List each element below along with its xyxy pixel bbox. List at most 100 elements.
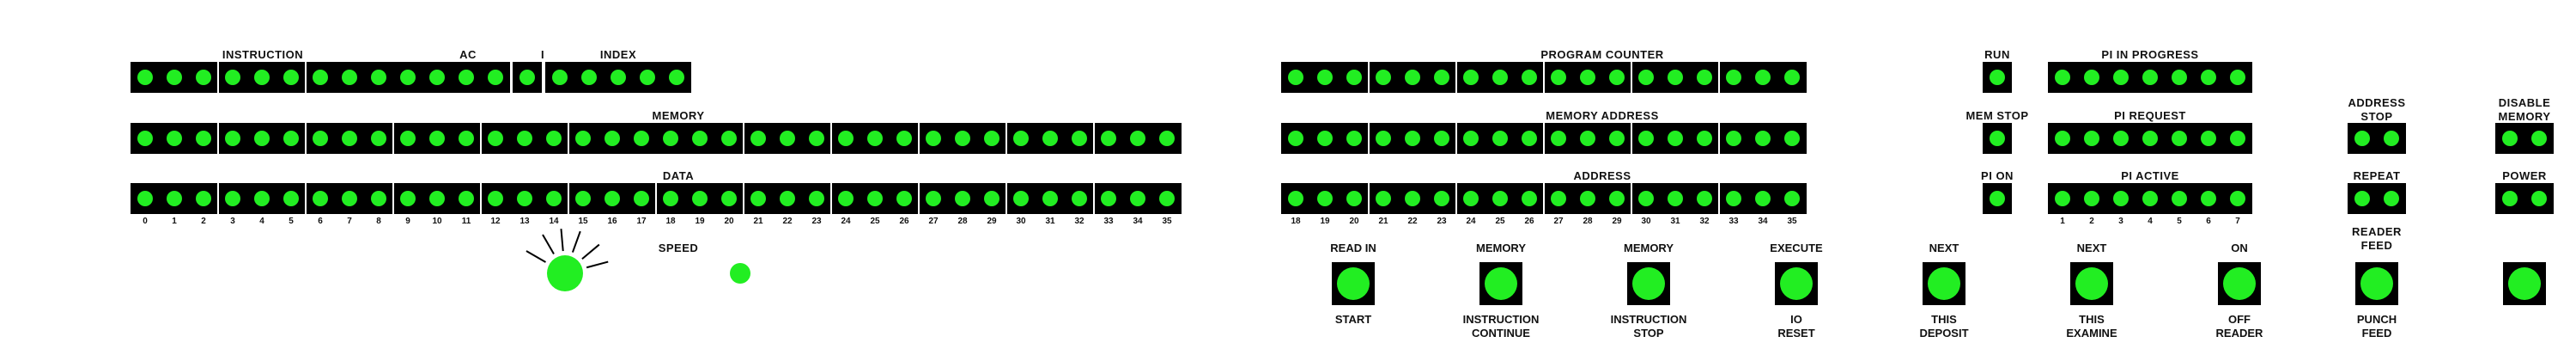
pi-request-lamp — [2142, 131, 2158, 146]
data-lamp — [692, 191, 708, 206]
address-label: ADDRESS — [1573, 169, 1631, 182]
bit-number: 30 — [1641, 217, 1651, 226]
data-separator — [1093, 183, 1095, 214]
index-lamp — [552, 70, 568, 85]
memory-address-lamp — [1288, 131, 1303, 146]
data-lamp — [371, 191, 386, 206]
memory-b-lamp — [1042, 131, 1058, 146]
address-lamp — [1522, 191, 1537, 206]
memory-address-lamp — [1463, 131, 1479, 146]
address-lamp — [1638, 191, 1654, 206]
bit-number: 27 — [1553, 217, 1564, 226]
power-switch[interactable] — [2503, 262, 2546, 305]
disable-memory-label: DISABLE MEMORY — [2498, 96, 2551, 123]
instruction-continue-label: INSTRUCTION CONTINUE — [1462, 313, 1540, 340]
memory-b-lamp — [1159, 131, 1175, 146]
repeat-lamp — [2354, 191, 2370, 206]
deposit-switch[interactable] — [1923, 262, 1965, 305]
pi-active-lamp — [2201, 191, 2216, 206]
data-separator — [305, 183, 307, 214]
reader-on-off-switch[interactable] — [2218, 262, 2261, 305]
reader-punch-feed-switch[interactable] — [2355, 262, 2398, 305]
pi-in-progress-lamp — [2201, 70, 2216, 85]
memory-b-lamp — [926, 131, 941, 146]
bit-number: 28 — [1583, 217, 1593, 226]
bit-number: 20 — [1349, 217, 1359, 226]
bit-number: 32 — [1699, 217, 1710, 226]
data-separator — [568, 183, 569, 214]
bit-number: 9 — [405, 217, 410, 226]
bit-number: 18 — [665, 217, 676, 226]
bit-number: 7 — [347, 217, 352, 226]
bit-number: 3 — [230, 217, 235, 226]
bit-number: 1 — [2060, 217, 2065, 226]
pi-in-progress-lamp — [2142, 70, 2158, 85]
memory-b-lamp — [838, 131, 854, 146]
bit-number: 33 — [1728, 217, 1739, 226]
memory-stop-switch[interactable] — [1627, 262, 1670, 305]
punch-feed-label: PUNCH FEED — [2356, 313, 2397, 340]
bit-number: 5 — [2177, 217, 2182, 226]
memory-address-lamp — [1317, 131, 1333, 146]
bit-number: 33 — [1103, 217, 1114, 226]
data-separator — [918, 183, 920, 214]
bit-number: 2 — [201, 217, 206, 226]
ac-lamp — [429, 70, 445, 85]
next-deposit-top-label: NEXT — [1929, 242, 1959, 254]
memory-lamp — [137, 131, 153, 146]
pi-active-lamp — [2230, 191, 2245, 206]
start-label: START — [1334, 313, 1372, 326]
program-counter-lamp — [1492, 70, 1508, 85]
speed-dial-tick — [586, 260, 609, 269]
bit-number: 34 — [1758, 217, 1768, 226]
address-lamp — [1580, 191, 1595, 206]
power-lamps-lamp — [2531, 191, 2547, 206]
memory-address-lamp — [1784, 131, 1800, 146]
bit-number: 21 — [753, 217, 763, 226]
program-counter-label: PROGRAM COUNTER — [1540, 48, 1664, 61]
bit-number: 35 — [1162, 217, 1172, 226]
memory-b-lamp — [896, 131, 912, 146]
bit-number: 3 — [2118, 217, 2123, 226]
instruction-lamp — [342, 70, 357, 85]
off-reader-label: OFF READER — [2215, 313, 2263, 340]
memory-continue-switch[interactable] — [1479, 262, 1522, 305]
program-counter-lamp — [1434, 70, 1449, 85]
index-lamp — [669, 70, 684, 85]
data-lamp — [1013, 191, 1029, 206]
pi-request-lamp — [2201, 131, 2216, 146]
data-lamp — [605, 191, 620, 206]
execute-io-reset-switch[interactable] — [1775, 262, 1818, 305]
data-lamp — [809, 191, 824, 206]
memory-b-lamp — [663, 131, 678, 146]
instruction-label: INSTRUCTION — [222, 48, 304, 61]
data-lamp — [167, 191, 182, 206]
pi-active-lamp — [2142, 191, 2158, 206]
mem-stop-label: MEM STOP — [1965, 109, 2029, 122]
pi-request-label: PI REQUEST — [2114, 109, 2186, 122]
speed-dial-tick — [571, 230, 581, 253]
memory-b-separator — [830, 123, 832, 154]
on-top-label: ON — [2231, 242, 2248, 254]
bit-number: 32 — [1074, 217, 1084, 226]
index-lamp — [640, 70, 655, 85]
read-in-start-switch[interactable] — [1332, 262, 1375, 305]
instruction-lamp — [313, 70, 328, 85]
program-counter-lamp — [1697, 70, 1712, 85]
data-lamp — [196, 191, 211, 206]
memory-address-separator — [1543, 123, 1545, 154]
program-counter-lamp — [1463, 70, 1479, 85]
memory-b-lamp — [867, 131, 883, 146]
examine-switch[interactable] — [2070, 262, 2113, 305]
bit-number: 16 — [607, 217, 617, 226]
speed-label: SPEED — [658, 242, 699, 254]
ac-lamp — [459, 70, 474, 85]
switch-knob-icon — [1632, 267, 1665, 300]
memory-b-lamp — [780, 131, 795, 146]
bit-number: 13 — [519, 217, 530, 226]
bit-number: 30 — [1016, 217, 1026, 226]
memory-b-lamp — [1013, 131, 1029, 146]
memory-lamp — [254, 131, 270, 146]
